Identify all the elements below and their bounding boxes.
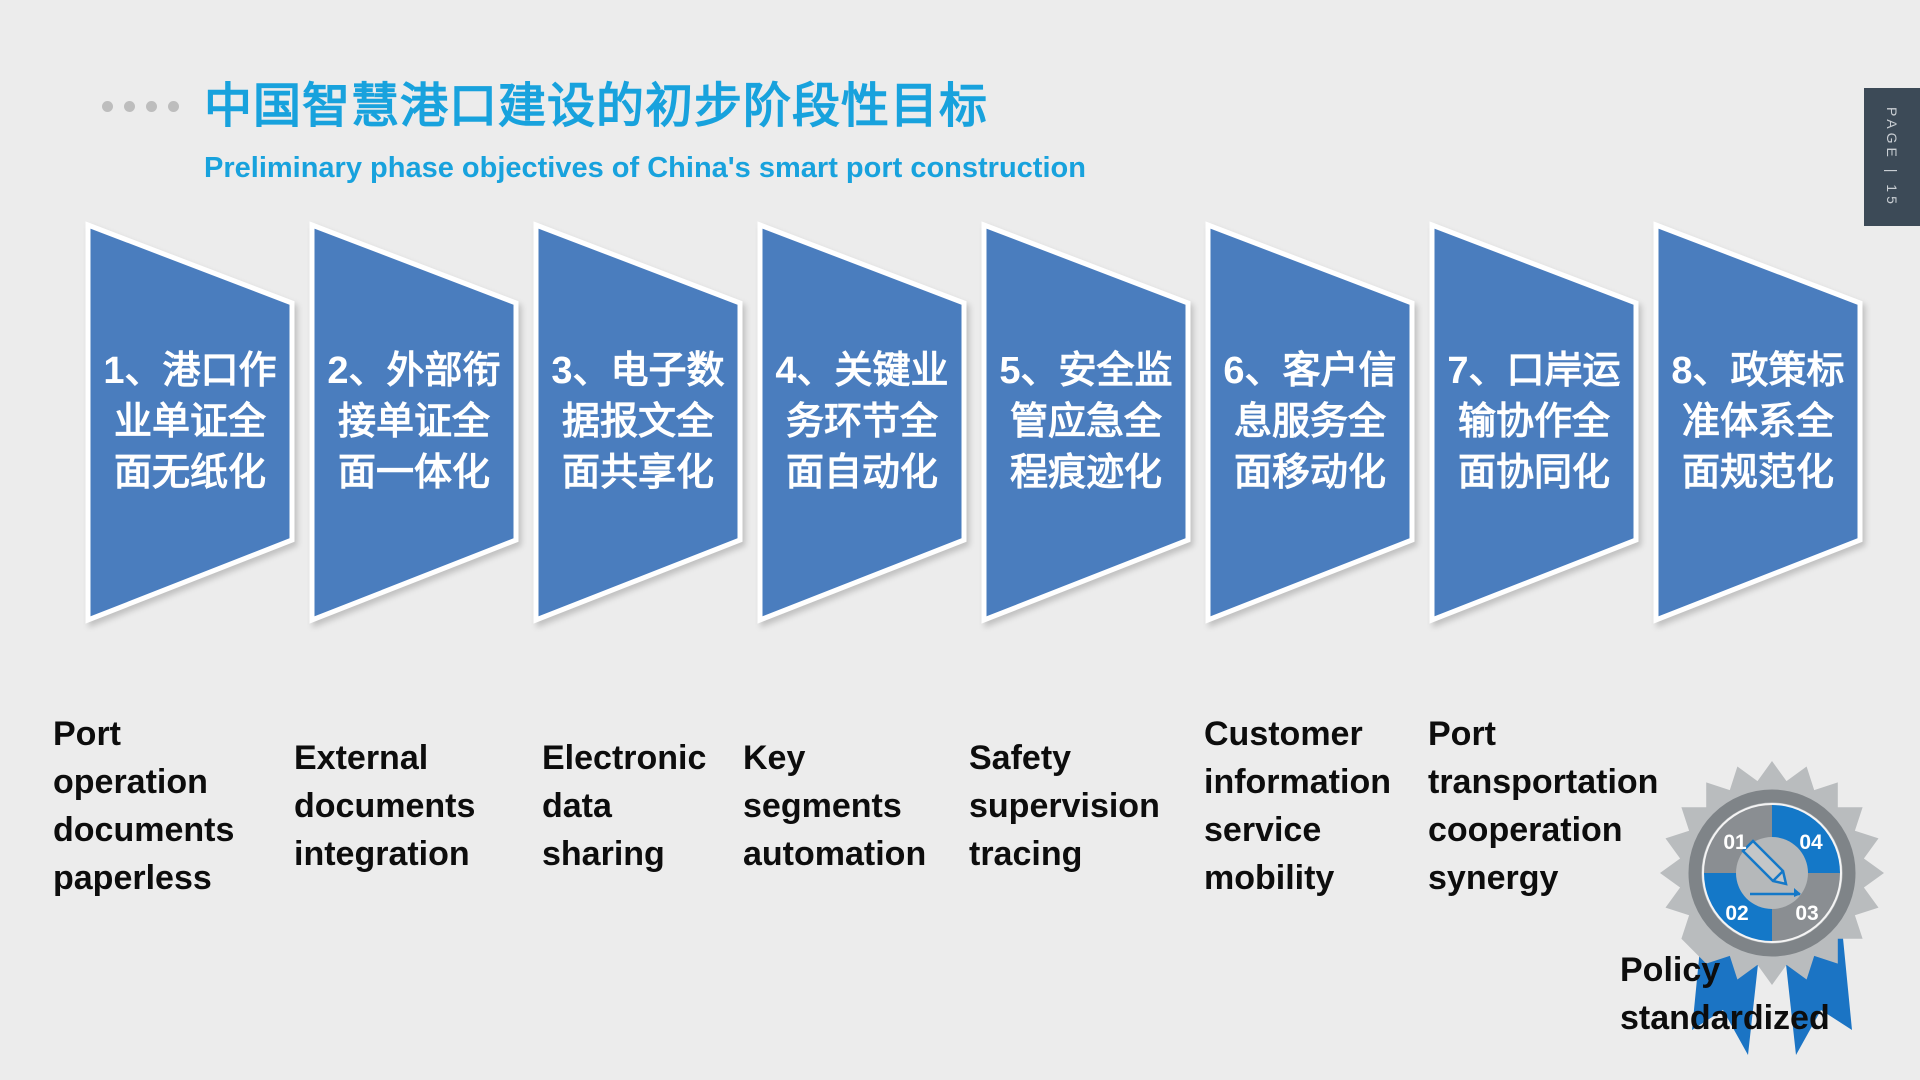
arrow-panel-1: 1、港口作 业单证全 面无纸化	[83, 220, 297, 627]
arrow-panel-7: 7、口岸运 输协作全 面协同化	[1427, 220, 1641, 627]
badge-number-03: 03	[1795, 902, 1818, 925]
arrow-shape-icon	[1429, 221, 1639, 624]
arrow-shape-icon	[309, 221, 519, 624]
arrow-zh-text: 1、港口作 业单证全 面无纸化	[103, 350, 277, 494]
dot-icon	[146, 101, 157, 112]
badge-ring-icon	[1688, 789, 1856, 957]
arrow-shape-icon	[757, 221, 967, 624]
label-en-1: Port operation documents paperless	[53, 715, 235, 897]
arrow-shape-icon	[85, 221, 295, 624]
page-number-text: PAGE | 15	[1884, 106, 1900, 208]
page-title: 中国智慧港口建设的初步阶段性目标	[204, 80, 989, 133]
arrow-panel-2: 2、外部衔 接单证全 面一体化	[307, 220, 521, 627]
arrow-shape-icon	[1653, 221, 1863, 624]
pencil-icon	[1741, 839, 1801, 897]
badge-number-02: 02	[1725, 902, 1748, 925]
badge-number-01: 01	[1723, 831, 1747, 854]
arrow-zh-text: 3、电子数 据报文全 面共享化	[551, 350, 725, 494]
arrow-panel-5: 5、安全监 管应急全 程痕迹化	[979, 220, 1193, 627]
arrow-panel-3: 3、电子数 据报文全 面共享化	[531, 220, 745, 627]
label-en-4: Key segments automation	[743, 739, 927, 873]
arrow-shape-icon	[981, 221, 1191, 624]
badge-number-04: 04	[1799, 831, 1823, 854]
label-en-3: Electronic data sharing	[542, 739, 707, 873]
label-en-7: Port transportation cooperation synergy	[1428, 715, 1659, 897]
arrow-zh-text: 5、安全监 管应急全 程痕迹化	[999, 350, 1173, 494]
dot-icon	[102, 101, 113, 112]
award-badge-icon: 01 04 02 03	[1660, 761, 1884, 1055]
label-en-8: Policy standardized	[1620, 951, 1830, 1037]
decorative-dots	[102, 101, 179, 112]
arrow-zh-text: 4、关键业 务环节全 面自动化	[775, 350, 949, 494]
arrow-zh-text: 2、外部衔 接单证全 面一体化	[327, 350, 501, 494]
arrow-zh-text: 6、客户信 息服务全 面移动化	[1223, 350, 1397, 494]
arrow-zh-text: 8、政策标 准体系全 面规范化	[1671, 350, 1845, 494]
arrow-panel-4: 4、关键业 务环节全 面自动化	[755, 220, 969, 627]
arrow-panel-6: 6、客户信 息服务全 面移动化	[1203, 220, 1417, 627]
arrow-zh-text: 7、口岸运 输协作全 面协同化	[1447, 350, 1621, 494]
page-subtitle: Preliminary phase objectives of China's …	[204, 152, 1086, 184]
arrow-shape-icon	[533, 221, 743, 624]
dot-icon	[124, 101, 135, 112]
arrow-panel-8: 8、政策标 准体系全 面规范化	[1651, 220, 1865, 627]
arrow-shape-icon	[1205, 221, 1415, 624]
label-en-2: External documents integration	[294, 739, 476, 873]
page-number-tab: PAGE | 15	[1864, 88, 1920, 226]
label-en-5: Safety supervision tracing	[969, 739, 1160, 873]
label-en-6: Customer information service mobility	[1204, 715, 1391, 897]
dot-icon	[168, 101, 179, 112]
